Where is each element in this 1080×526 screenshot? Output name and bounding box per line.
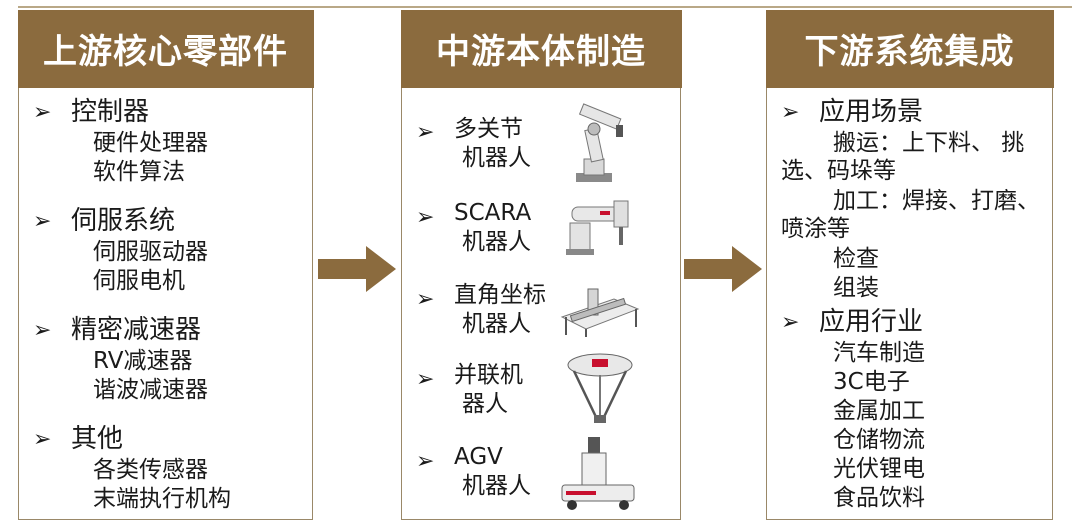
downstream-list: ➢ 应用场景 搬运：上下料、 挑选、码垛等 加工：焊接、打磨、喷涂等 检查 组装… [767,89,1052,519]
industry-item: 仓储物流 [833,427,925,453]
scenario-heading: 应用场景 [819,97,924,127]
scenario-item: 搬运：上下料、 挑选、码垛等 [781,130,1025,184]
scara-robot-icon [566,200,629,255]
robot-label: 机器人 [462,229,531,255]
robot-label: AGV [454,444,503,470]
industry-item: 光伏锂电 [833,456,925,482]
industry-item: 3C电子 [833,369,910,395]
bullet-icon: ➢ [33,209,52,234]
agv-robot-icon [561,437,635,510]
bullet-icon: ➢ [416,120,435,145]
robot-label: 机器人 [462,473,531,499]
scenario-item: 加工：焊接、打磨、喷涂等 [781,188,1040,242]
industry-heading: 应用行业 [819,307,924,337]
flow-arrow-icon [684,246,762,292]
bullet-icon: ➢ [781,310,800,335]
group-item: 硬件处理器 [93,130,208,156]
industry-item: 金属加工 [833,398,925,424]
group-item: 末端执行机构 [93,486,231,512]
bullet-icon: ➢ [416,367,435,392]
bullet-icon: ➢ [33,427,52,452]
bullet-icon: ➢ [416,287,435,312]
flow-arrow-icon [318,246,396,292]
midstream-column: 中游本体制造 ➢ 多关节 机器人 ➢ SCARA 机器人 ➢ 直角坐标 机器人 [400,9,682,520]
robot-label: 直角坐标 [454,282,546,308]
group-item: 软件算法 [93,159,185,185]
scenario-item: 检查 [833,246,879,272]
group-item: RV减速器 [93,348,193,374]
scenario-item: 组装 [833,275,879,301]
upstream-title: 上游核心零部件 [17,9,314,88]
upstream-column: 上游核心零部件 ➢ 控制器 硬件处理器 软件算法 ➢ 伺服系统 伺服驱动器 伺服… [17,9,314,520]
downstream-title: 下游系统集成 [765,9,1054,88]
group-item: 谐波减速器 [93,377,208,403]
group-item: 伺服电机 [93,268,185,294]
robot-list: ➢ 多关节 机器人 ➢ SCARA 机器人 ➢ 直角坐标 机器人 [402,89,680,519]
industry-item: 汽车制造 [833,340,925,366]
group-item: 各类传感器 [93,457,208,483]
cartesian-robot-icon [560,288,640,337]
parallel-robot-icon [567,353,633,423]
bullet-icon: ➢ [33,318,52,343]
robot-label: 多关节 [454,116,523,142]
group-heading: 其他 [71,424,124,454]
group-item: 伺服驱动器 [93,239,208,265]
robot-label: 机器人 [462,311,531,337]
upstream-list: ➢ 控制器 硬件处理器 软件算法 ➢ 伺服系统 伺服驱动器 伺服电机 ➢ 精密减… [19,89,312,519]
bullet-icon: ➢ [416,449,435,474]
downstream-column: 下游系统集成 ➢ 应用场景 搬运：上下料、 挑选、码垛等 加工：焊接、打磨、喷涂… [765,9,1054,520]
bullet-icon: ➢ [416,205,435,230]
robot-label: 并联机 [454,362,523,388]
group-heading: 控制器 [71,97,150,127]
robot-label: SCARA [454,200,532,226]
articulated-robot-icon [576,103,623,182]
group-heading: 伺服系统 [71,206,176,236]
industry-item: 食品饮料 [833,485,925,511]
midstream-title: 中游本体制造 [400,9,682,88]
robot-label: 机器人 [462,145,531,171]
top-rule [18,6,1072,8]
bullet-icon: ➢ [33,100,52,125]
robot-label: 器人 [462,391,508,417]
bullet-icon: ➢ [781,100,800,125]
group-heading: 精密减速器 [71,315,202,345]
